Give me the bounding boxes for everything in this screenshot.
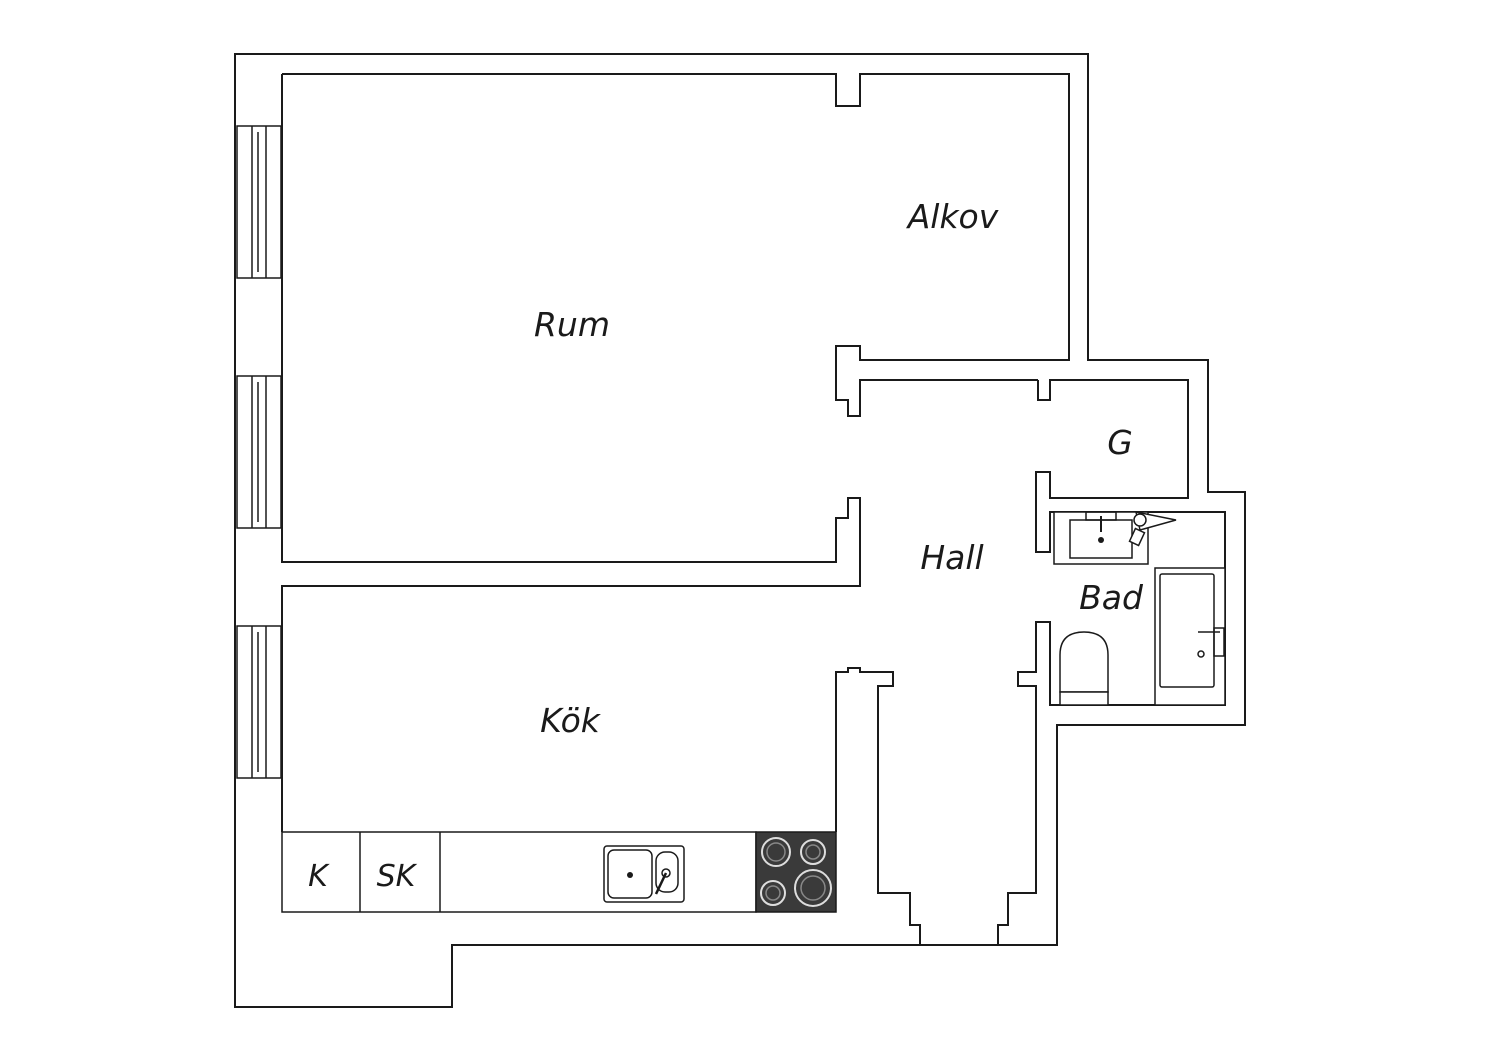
window-3 <box>236 625 282 779</box>
bathtub <box>1154 567 1226 706</box>
bathroom-washbasin <box>1053 511 1177 565</box>
rum-lower-wall <box>281 74 861 832</box>
rum-alkov-wall <box>282 73 1070 417</box>
toilet <box>1059 631 1109 706</box>
kitchen-counter <box>281 831 757 913</box>
room-label-hall: Hall <box>920 538 983 577</box>
room-label-kok: Kök <box>540 701 602 740</box>
room-label-bad: Bad <box>1079 578 1144 617</box>
room-label-rum: Rum <box>534 305 610 344</box>
room-label-alkov: Alkov <box>906 197 999 236</box>
outer-wall <box>234 53 1246 1008</box>
hall-west-wall <box>835 667 921 945</box>
window-1 <box>236 125 282 279</box>
kitchen-sink <box>603 845 685 903</box>
stove <box>755 831 837 913</box>
fixture-label-k: K <box>308 859 330 894</box>
fixture-label-sk: SK <box>377 859 418 894</box>
room-label-g: G <box>1107 423 1133 462</box>
window-2 <box>236 375 282 529</box>
